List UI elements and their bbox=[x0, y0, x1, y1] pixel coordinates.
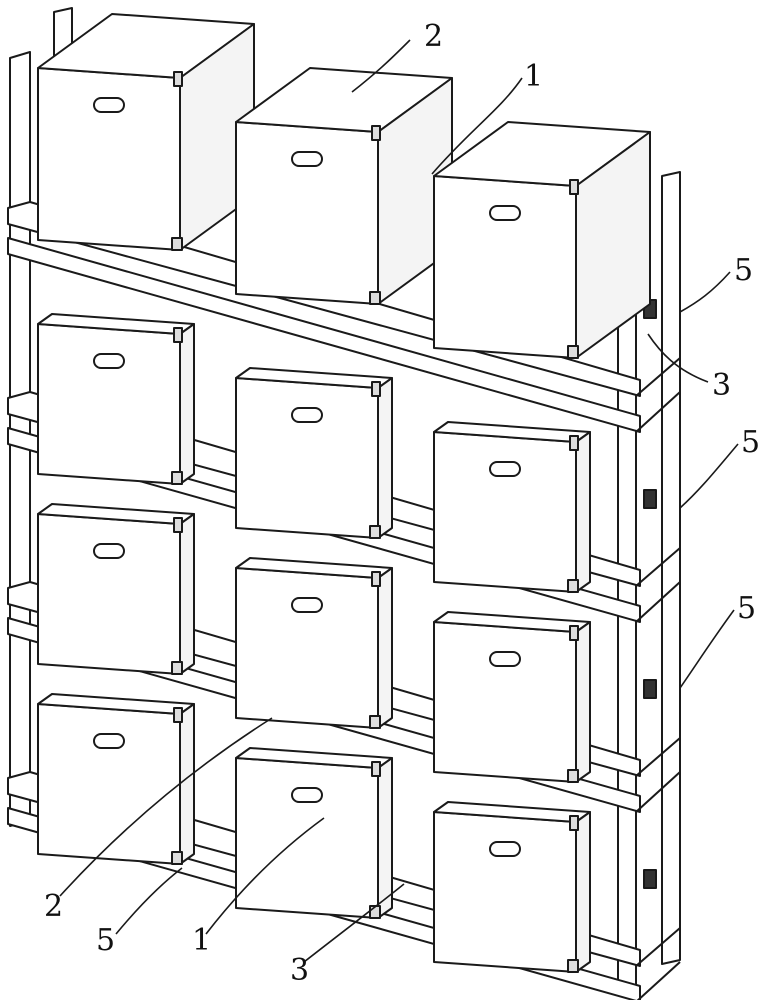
shelf-side-rail bbox=[635, 737, 681, 777]
box-handle bbox=[93, 543, 125, 559]
storage-box-front bbox=[433, 811, 577, 973]
storage-box-side bbox=[179, 323, 195, 485]
box-handle bbox=[489, 651, 521, 667]
shelf-side-rail bbox=[636, 961, 681, 1000]
box-latch bbox=[173, 327, 183, 343]
box-latch bbox=[567, 769, 579, 783]
leader-3-right bbox=[647, 333, 709, 383]
rack-drawing bbox=[7, 7, 681, 1000]
shelf-side-rail bbox=[635, 391, 681, 433]
storage-box-front bbox=[37, 67, 181, 251]
rail-clamp bbox=[643, 489, 657, 509]
storage-box-side bbox=[179, 703, 195, 865]
storage-box-side bbox=[377, 377, 393, 539]
box-latch bbox=[569, 625, 579, 641]
box-latch bbox=[171, 661, 183, 675]
box-handle bbox=[291, 151, 323, 167]
storage-box-front bbox=[433, 621, 577, 783]
box-handle bbox=[489, 461, 521, 477]
leader-5-right-lower bbox=[679, 609, 735, 689]
storage-box-side bbox=[575, 621, 591, 783]
leader-1-bottom bbox=[205, 817, 325, 935]
label-2-top: 2 bbox=[424, 19, 443, 54]
box-latch bbox=[567, 959, 579, 973]
box-latch bbox=[369, 715, 381, 729]
box-handle bbox=[93, 97, 125, 113]
box-handle bbox=[291, 597, 323, 613]
leader-1-top bbox=[431, 77, 523, 175]
shelf-side-rail bbox=[635, 581, 681, 623]
label-2-bottom: 2 bbox=[44, 889, 63, 924]
box-latch bbox=[569, 179, 579, 195]
storage-box-front bbox=[235, 757, 379, 919]
storage-box-side bbox=[377, 567, 393, 729]
label-5-bottom: 5 bbox=[96, 923, 115, 958]
leader-3-bottom bbox=[303, 883, 405, 963]
label-3-right: 3 bbox=[712, 368, 731, 403]
storage-box-front bbox=[37, 513, 181, 675]
label-5-right-middle: 5 bbox=[741, 425, 760, 460]
box-latch bbox=[173, 71, 183, 87]
label-5-right-upper: 5 bbox=[734, 253, 753, 288]
storage-box-front bbox=[235, 377, 379, 539]
storage-box-front bbox=[37, 703, 181, 865]
leader-5-bottom bbox=[115, 867, 183, 935]
shelf-rail-bottom bbox=[7, 237, 641, 433]
box-latch bbox=[171, 471, 183, 485]
label-1-bottom: 1 bbox=[192, 923, 211, 958]
box-latch bbox=[569, 435, 579, 451]
rail-clamp bbox=[643, 869, 657, 889]
storage-box-side bbox=[575, 811, 591, 973]
box-handle bbox=[93, 733, 125, 749]
box-handle bbox=[291, 407, 323, 423]
shelf-side-rail bbox=[635, 771, 681, 813]
right-post-back bbox=[661, 171, 681, 965]
box-handle bbox=[93, 353, 125, 369]
box-latch bbox=[173, 707, 183, 723]
shelf-side-rail bbox=[635, 927, 681, 967]
storage-box-front bbox=[235, 567, 379, 729]
storage-box-front bbox=[235, 121, 379, 305]
box-latch bbox=[567, 345, 579, 359]
box-handle bbox=[291, 787, 323, 803]
box-latch bbox=[369, 291, 381, 305]
storage-box-side bbox=[377, 757, 393, 919]
rail-clamp bbox=[643, 679, 657, 699]
storage-box-front bbox=[37, 323, 181, 485]
box-latch bbox=[371, 761, 381, 777]
leader-5-right-middle bbox=[679, 443, 739, 509]
box-latch bbox=[567, 579, 579, 593]
leader-2-top bbox=[351, 39, 411, 93]
storage-box-side bbox=[575, 431, 591, 593]
shelf-side-rail bbox=[635, 357, 681, 397]
shelf-side-rail bbox=[635, 547, 681, 587]
box-latch bbox=[371, 381, 381, 397]
box-latch bbox=[171, 851, 183, 865]
box-latch bbox=[371, 125, 381, 141]
label-5-right-lower: 5 bbox=[737, 591, 756, 626]
leader-lines bbox=[59, 39, 739, 963]
leader-2-bottom bbox=[59, 717, 273, 897]
box-handle bbox=[489, 841, 521, 857]
storage-box-side bbox=[179, 513, 195, 675]
label-1-top: 1 bbox=[524, 59, 543, 94]
box-handle bbox=[489, 205, 521, 221]
storage-box-front bbox=[433, 175, 577, 359]
box-latch bbox=[569, 815, 579, 831]
storage-box-front bbox=[433, 431, 577, 593]
label-3-bottom: 3 bbox=[290, 953, 309, 988]
box-latch bbox=[171, 237, 183, 251]
leader-5-right-upper bbox=[679, 271, 731, 313]
box-latch bbox=[369, 525, 381, 539]
box-latch bbox=[371, 571, 381, 587]
storage-box-side bbox=[575, 131, 651, 359]
box-latch bbox=[173, 517, 183, 533]
